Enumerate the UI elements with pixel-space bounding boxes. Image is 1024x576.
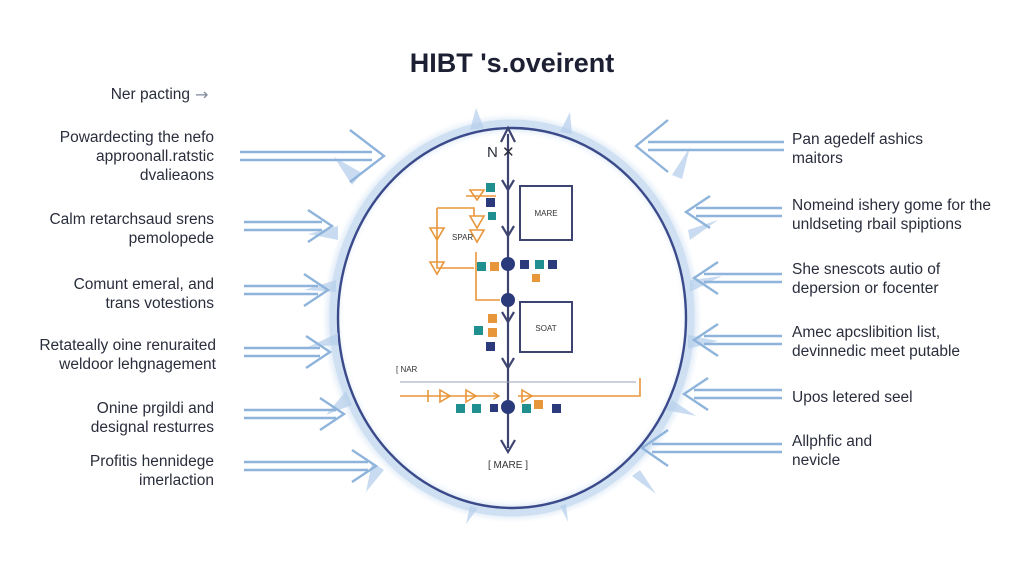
box-mid (519, 301, 573, 353)
circle-halo (322, 113, 702, 523)
bottom-network (400, 378, 641, 404)
left-label-6: Profitis hennidege imerlaction (10, 452, 214, 490)
left-label-5-line-2: designal resturres (90, 419, 214, 436)
right-label-1: Pan agedelf ashics maitors (792, 130, 1017, 168)
left-label-2-line-2: pemolopede (128, 230, 214, 247)
left-label-1-line-3: dvalieaons (139, 167, 214, 184)
box-top (519, 185, 573, 241)
left-label-1-line-2: approonall.ratstic (95, 148, 214, 165)
right-label-2-line-2: unldseting rbail spiptions (792, 216, 962, 233)
bottom-box-label: [ MARE ] (488, 460, 528, 471)
right-label-6-line-2: nevicle (792, 452, 841, 469)
right-arrow-icon: → (195, 85, 209, 104)
box-mid-label: SOAT (535, 324, 556, 333)
double-arrow-icon (240, 129, 386, 183)
axis-nodes (501, 257, 515, 414)
right-label-5: Upos letered seel (792, 388, 1017, 407)
double-arrow-icon (244, 209, 335, 243)
double-arrow-icon (244, 449, 379, 483)
right-label-4-line-1: Amec apcslibition list, (792, 324, 941, 341)
right-label-3-line-2: depersion or focenter (792, 280, 939, 297)
top-left-label: Ner pacting (60, 85, 190, 104)
left-label-6-line-1: Profitis hennidege (89, 453, 214, 470)
box-top-label: MARE (534, 209, 557, 218)
right-label-3: She snescots autio of depersion or focen… (792, 260, 1017, 298)
axis-node (501, 257, 515, 271)
double-arrow-icon (244, 273, 331, 307)
right-label-4-line-2: devinnedic meet putable (792, 343, 961, 360)
left-label-1-line-1: Powardecting the nefo (59, 129, 214, 146)
right-label-2-line-1: Nomeind ishery gome for the (792, 197, 992, 214)
orange-network (428, 189, 500, 301)
double-arrow-icon (691, 323, 782, 357)
left-label-4: Retateally oine renuraited weldoor lehgn… (4, 336, 216, 374)
small-left-label: SPAR (452, 233, 473, 242)
diagram-title: HIBT 's.oveirent (409, 48, 615, 78)
left-label-1: Powardecting the nefo approonall.ratstic… (10, 128, 214, 185)
marker-squares (456, 183, 561, 413)
top-left-label-text: Ner pacting (110, 86, 190, 103)
left-label-3: Comunt emeral, and trans votestions (10, 275, 214, 313)
axis-label: N ✕ (487, 144, 515, 161)
double-arrow-icon (639, 429, 782, 467)
vertical-axis (500, 125, 516, 455)
circle-glow (329, 119, 695, 517)
left-label-5: Onine prgildi and designal resturres (10, 399, 214, 437)
left-arrows (240, 129, 386, 483)
right-arrows (634, 119, 784, 467)
right-label-5-line-1: Upos letered seel (792, 389, 913, 406)
left-label-4-line-2: weldoor lehgnagement (59, 356, 216, 373)
bracket-top-label: [ NAR (396, 365, 418, 374)
double-arrow-icon (634, 119, 784, 173)
double-arrow-icon (683, 195, 782, 229)
double-arrow-icon (244, 335, 333, 369)
left-label-2: Calm retarchsaud srens pemolopede (10, 210, 214, 248)
left-label-5-line-1: Onine prgildi and (96, 400, 214, 417)
right-label-3-line-1: She snescots autio of (792, 261, 941, 278)
left-label-2-line-1: Calm retarchsaud srens (49, 211, 214, 228)
left-label-3-line-1: Comunt emeral, and (73, 276, 214, 293)
double-arrow-icon (244, 397, 347, 431)
right-label-6: Allphfic and nevicle (792, 432, 1017, 470)
axis-node (501, 400, 515, 414)
right-label-1-line-2: maitors (792, 150, 843, 167)
main-circle (336, 126, 688, 510)
left-label-6-line-2: imerlaction (139, 472, 214, 489)
left-label-3-line-2: trans votestions (105, 295, 214, 312)
axis-node (501, 293, 515, 307)
right-label-2: Nomeind ishery gome for the unldseting r… (792, 196, 1020, 234)
right-label-4: Amec apcslibition list, devinnedic meet … (792, 323, 1017, 361)
double-arrow-icon (681, 377, 782, 411)
double-arrow-icon (691, 261, 782, 295)
right-label-6-line-1: Allphfic and (792, 433, 873, 450)
right-label-1-line-1: Pan agedelf ashics (792, 131, 923, 148)
left-label-4-line-1: Retateally oine renuraited (39, 337, 216, 354)
